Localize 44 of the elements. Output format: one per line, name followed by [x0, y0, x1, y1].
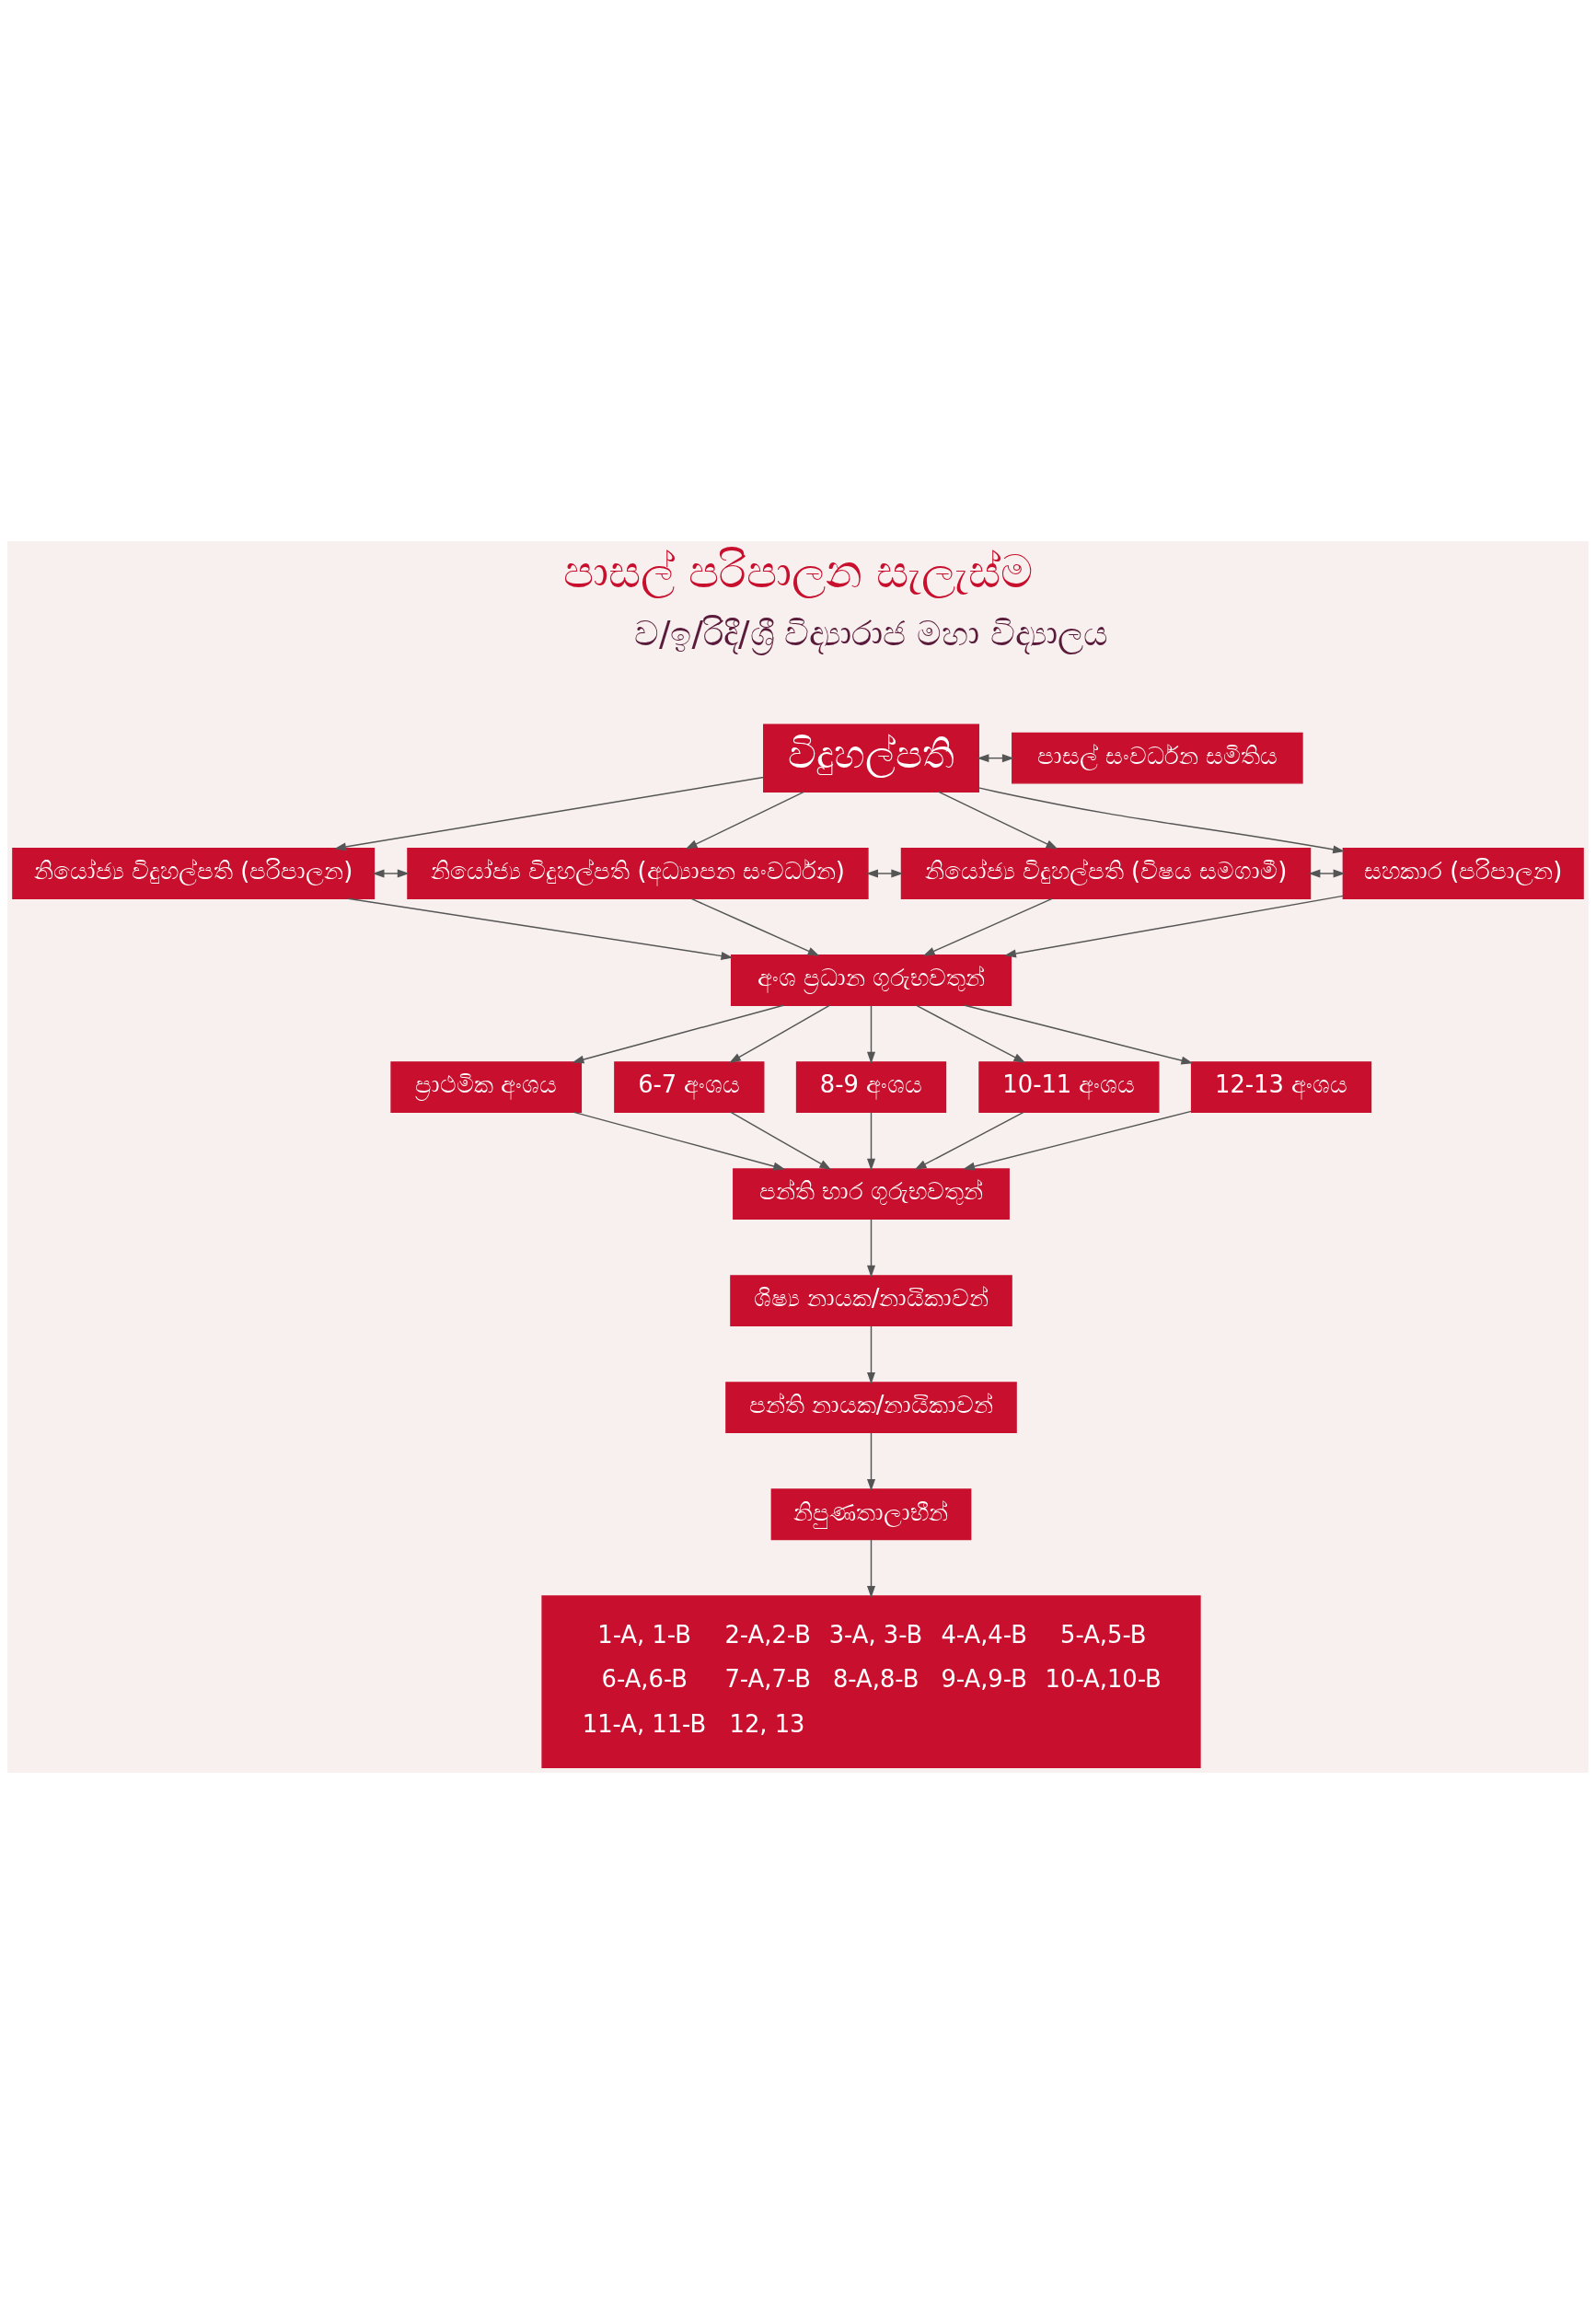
- node-box: නිපුණතාලාභීන්: [770, 1488, 972, 1541]
- arrow: [730, 1111, 832, 1170]
- node-box: 6-7 අංශය: [614, 1061, 765, 1113]
- node-box: ශිෂ්‍ය නායක/නායිකාවන්: [730, 1275, 1012, 1327]
- node-box: 12-13 අංශය: [1190, 1061, 1372, 1113]
- arrow: [963, 1110, 1192, 1171]
- diagram-title: පාසල් පරිපාලන සැලැස්ම: [562, 546, 1034, 598]
- node-box: නියෝජ්‍ය විදුහල්පති (පරිපාලන): [12, 848, 376, 899]
- node-box: අංශ ප්‍රධාන ගුරුභවතුන්: [730, 955, 1012, 1006]
- arrow: [572, 1004, 784, 1064]
- arrow: [334, 776, 765, 851]
- arrow: [1004, 895, 1344, 958]
- node-box: සහකාර (පරිපාලන): [1342, 848, 1584, 899]
- node-box: 1-A, 1-B 2-A,2-B 3-A, 3-B 4-A,4-B 5-A,5-B 6-A,6-B 7-A,7-B 8-A,8-B 9-A,9-B 10-A,10-B 11-A, 11-B 12, 13: [541, 1595, 1201, 1768]
- arrow: [867, 1219, 876, 1278]
- arrow: [1308, 869, 1346, 878]
- arrow: [867, 1539, 876, 1598]
- node-box: 8-9 අංශය: [795, 1061, 947, 1113]
- arrow: [977, 787, 1346, 854]
- label: ව/ඉ/රිදී/ශ්‍රී විද්‍යාරාජ මහා විද්‍යාලය: [633, 612, 1109, 654]
- arrow: [867, 1325, 876, 1384]
- arrow: [867, 1112, 876, 1171]
- node-box: පන්ති භාර ගුරුභවතුන්: [733, 1168, 1010, 1221]
- arrow: [964, 1004, 1194, 1065]
- node-box: 10-11 අංශය: [978, 1061, 1160, 1113]
- node-box: පාසල් සංවර්ධන සමිතිය: [1012, 732, 1303, 784]
- arrow: [347, 897, 734, 961]
- arrow: [916, 1004, 1026, 1063]
- arrow: [729, 1004, 830, 1063]
- node-box: ප්‍රාථමික අංශය: [390, 1061, 583, 1113]
- arrow: [867, 1432, 876, 1491]
- node-box: විදුහල්පති: [763, 723, 979, 793]
- arrow: [867, 1005, 876, 1064]
- arrow: [572, 1111, 786, 1171]
- arrow: [914, 1111, 1024, 1170]
- node-box: පන්ති නායක/නායිකාවන්: [725, 1382, 1017, 1434]
- arrow: [937, 791, 1058, 850]
- node-box: නියෝජ්‍ය විදුහල්පති (විෂය සමගාමී): [900, 848, 1312, 899]
- arrow: [866, 869, 904, 878]
- arrow: [922, 897, 1053, 956]
- node-box: නියෝජ්‍ය විදුහල්පති (අධ්‍යාපන සංවර්ධන): [407, 848, 869, 899]
- arrow: [690, 897, 820, 956]
- arrow: [685, 791, 805, 850]
- arrow: [372, 869, 410, 878]
